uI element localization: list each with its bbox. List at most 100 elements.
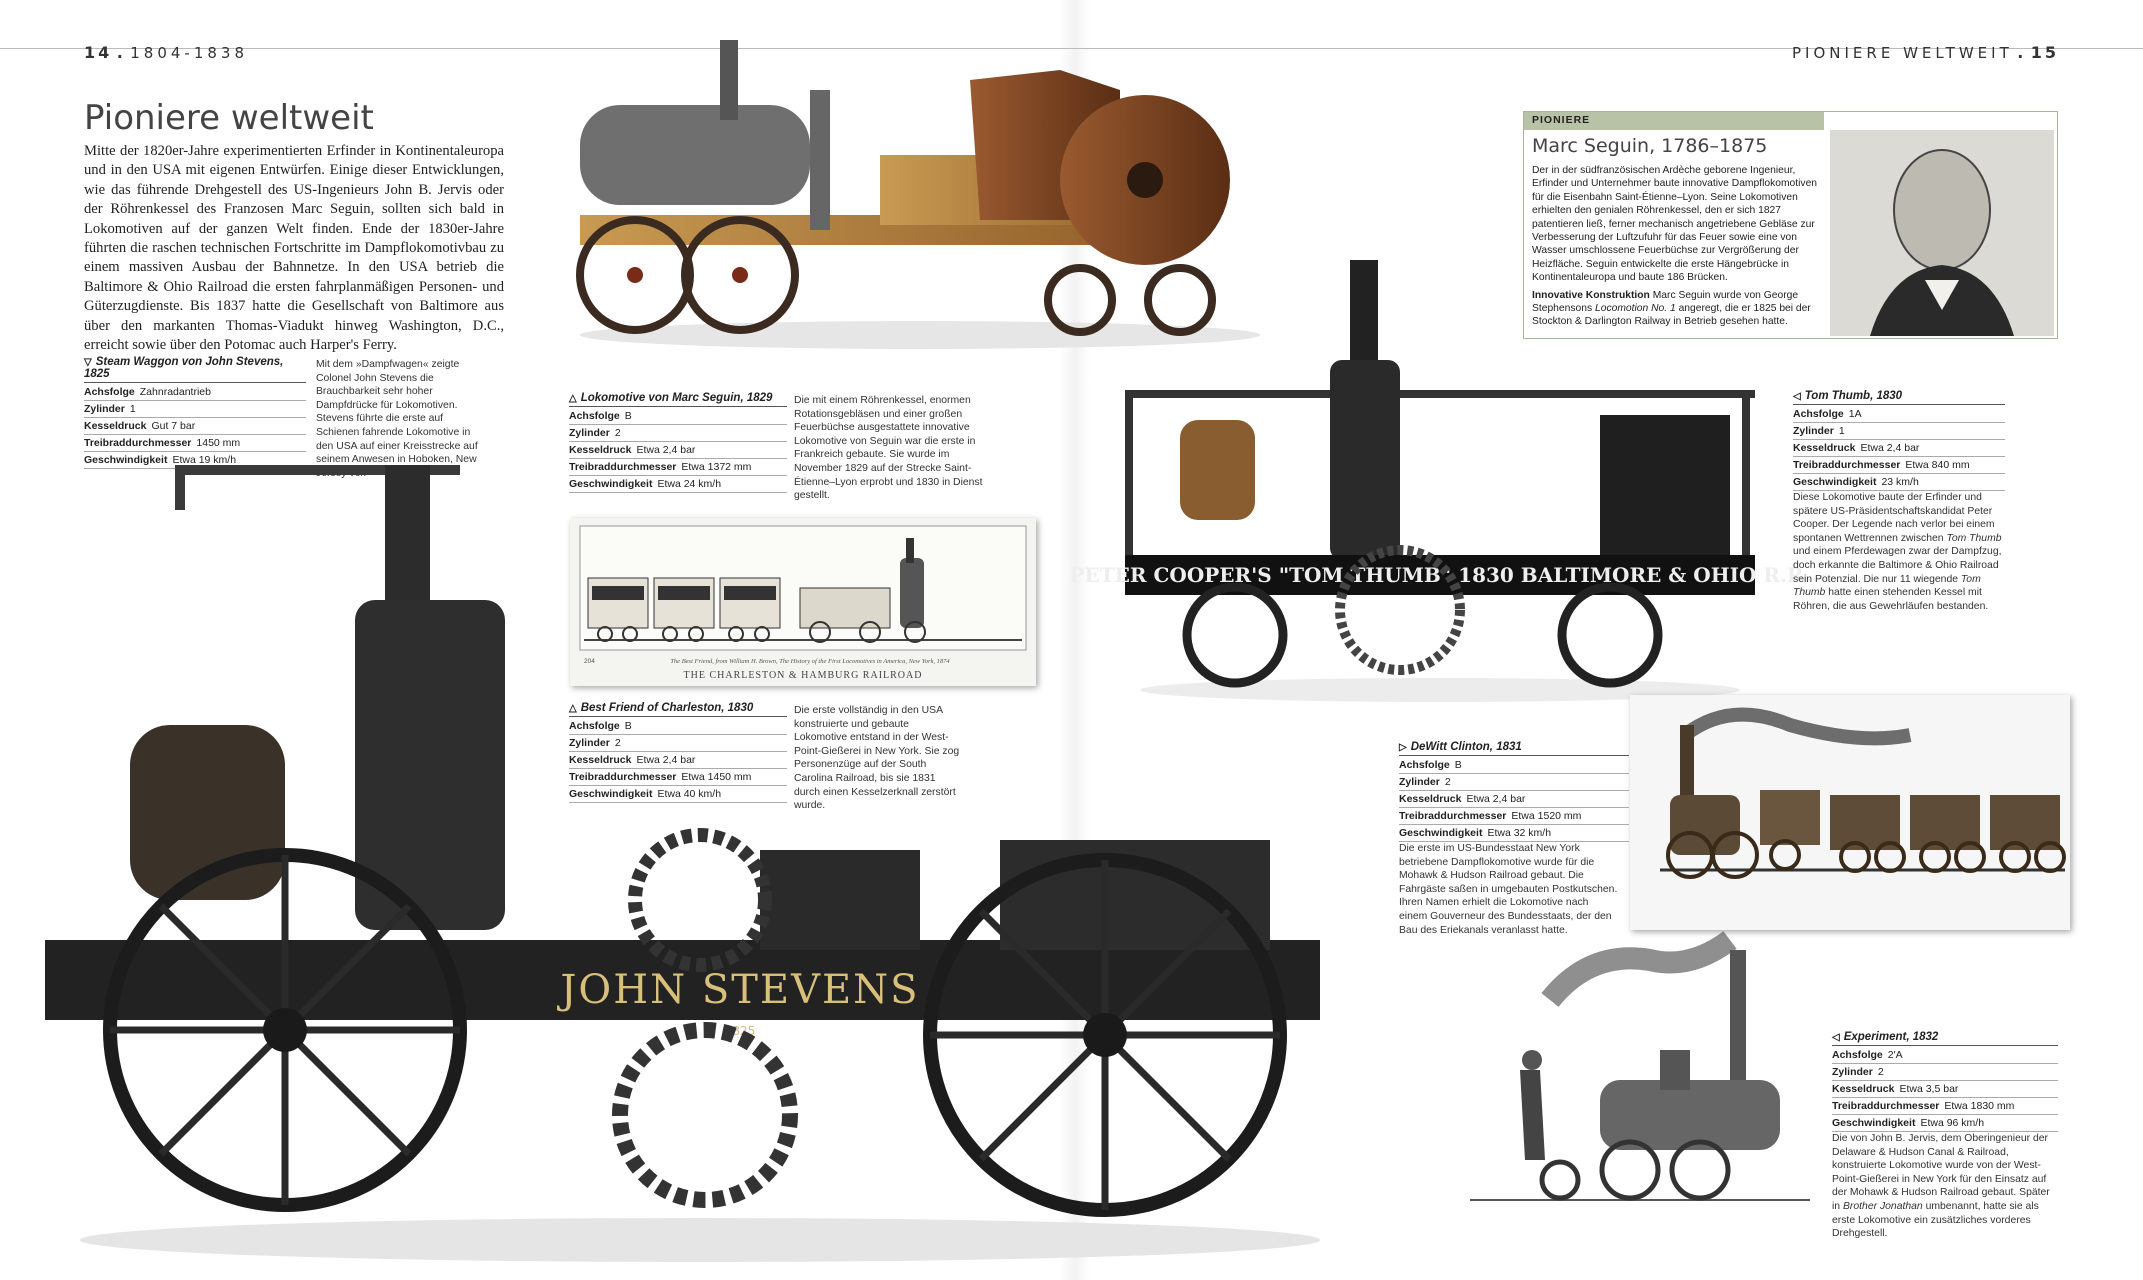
spec-bestfriend-heading: △Best Friend of Charleston, 1830	[569, 702, 787, 717]
spec-row: Zylinder 2	[569, 425, 787, 442]
spec-key: Treibraddurchmesser	[569, 771, 677, 783]
intro-paragraph: Mitte der 1820er-Jahre experimentierten …	[84, 143, 504, 354]
pioneer-sub-post: angeregt, die er 1825 bei der Stockton &…	[1532, 303, 1811, 328]
spec-tomthumb-name: Tom Thumb, 1830	[1804, 390, 1903, 402]
spec-value: B	[624, 720, 632, 732]
left-header-dot: .	[116, 43, 126, 62]
spec-key: Treibraddurchmesser	[84, 437, 192, 449]
spec-row: Achsfolge B	[569, 718, 787, 735]
spec-key: Achsfolge	[569, 720, 620, 732]
pioneer-text-block: Der in der südfranzösischen Ardèche gebo…	[1532, 164, 1827, 329]
spec-bestfriend: △Best Friend of Charleston, 1830 Achsfol…	[569, 702, 787, 803]
spec-row: Geschwindigkeit Etwa 32 km/h	[1399, 825, 1629, 842]
spec-seguin: △Lokomotive von Marc Seguin, 1829 Achsfo…	[569, 392, 787, 493]
spec-row: Treibraddurchmesser Etwa 1450 mm	[569, 769, 787, 786]
triangle-down-icon: ▽	[84, 357, 92, 368]
charleston-page-number: 204	[584, 658, 595, 665]
desc-italic: Tom Thumb	[1793, 573, 1981, 599]
desc-part: Die von John B. Jervis, dem Oberingenieu…	[1832, 1133, 2050, 1212]
desc-part: hatte einen stehenden Kessel mit Röhren,…	[1793, 587, 1989, 612]
right-header-title: PIONIERE WELTWEIT	[1792, 44, 2013, 62]
spec-key: Treibraddurchmesser	[569, 461, 677, 473]
spec-value: 2'A	[1887, 1049, 1903, 1061]
desc-italic: Tom Thumb	[1946, 532, 2002, 544]
desc-part: umbenannt, hatte sie als erste Lokomotiv…	[1832, 1200, 2039, 1240]
pioneer-tag: PIONIERE	[1524, 112, 1824, 130]
triangle-up-icon: △	[569, 703, 577, 714]
spec-value: 2	[614, 427, 621, 439]
spec-row: Zylinder 1	[1793, 423, 2005, 440]
spec-stevens: ▽Steam Waggon von John Stevens, 1825 Ach…	[84, 356, 306, 469]
spec-value: Etwa 32 km/h	[1487, 827, 1552, 839]
left-header-range: 1804-1838	[130, 44, 249, 62]
charleston-small-caption: The Best Friend, from William H. Brown, …	[670, 658, 950, 665]
spec-value: B	[1454, 759, 1462, 771]
spec-row: Achsfolge B	[1399, 757, 1629, 774]
pioneer-biography: Der in der südfranzösischen Ardèche gebo…	[1532, 165, 1818, 284]
desc-bestfriend: Die erste vollständig in den USA konstru…	[794, 705, 960, 812]
spec-key: Kesseldruck	[569, 754, 632, 766]
spec-key: Achsfolge	[1399, 759, 1450, 771]
charleston-title: THE CHARLESTON & HAMBURG RAILROAD	[683, 670, 923, 681]
spec-tomthumb-heading: ◁Tom Thumb, 1830	[1793, 390, 2005, 405]
spec-key: Geschwindigkeit	[1399, 827, 1483, 839]
spec-value: Gut 7 bar	[151, 420, 196, 432]
spec-value: Etwa 2,4 bar	[1466, 793, 1526, 805]
desc-part: und einem Pferdewagen zwar der Dampfzug,…	[1793, 546, 2002, 585]
spec-value: Zahnradantrieb	[139, 386, 211, 398]
spec-value: 2	[1877, 1066, 1884, 1078]
spec-key: Achsfolge	[1793, 408, 1844, 420]
spec-key: Achsfolge	[569, 410, 620, 422]
spec-value: Etwa 1830 mm	[1944, 1100, 2015, 1112]
desc-experiment: Die von John B. Jervis, dem Oberingenieu…	[1832, 1132, 2058, 1241]
right-page-number: 15	[2030, 43, 2059, 62]
experiment-engraving	[1430, 930, 1820, 1230]
left-page-number: 14	[84, 43, 113, 62]
spec-key: Zylinder	[1399, 776, 1440, 788]
spec-value: Etwa 3,5 bar	[1899, 1083, 1959, 1095]
right-header-dot: .	[2017, 43, 2027, 62]
spec-key: Geschwindigkeit	[1832, 1117, 1916, 1129]
pioneer-name: Marc Seguin, 1786–1875	[1532, 135, 1768, 157]
spec-row: Treibraddurchmesser Etwa 840 mm	[1793, 457, 2005, 474]
spec-key: Achsfolge	[84, 386, 135, 398]
pioneer-box: PIONIERE Marc Seguin, 1786–1875 Der in d…	[1523, 111, 2058, 339]
desc-part: Diese Lokomotive baute der Erfinder und …	[1793, 492, 1995, 544]
spec-value: Etwa 1450 mm	[681, 771, 752, 783]
spec-key: Geschwindigkeit	[84, 454, 168, 466]
portrait-engraving	[1830, 130, 2054, 336]
spec-value: 1	[129, 403, 136, 415]
spec-key: Geschwindigkeit	[569, 788, 653, 800]
spec-key: Zylinder	[1793, 425, 1834, 437]
spec-key: Kesseldruck	[569, 444, 632, 456]
spec-value: Etwa 24 km/h	[657, 478, 722, 490]
charleston-engraving: 204 The Best Friend, from William H. Bro…	[570, 518, 1036, 686]
spec-value: Etwa 840 mm	[1905, 459, 1970, 471]
page-header: 14 . 1804-1838 PIONIERE WELTWEIT . 15	[0, 0, 2143, 70]
spec-key: Treibraddurchmesser	[1793, 459, 1901, 471]
seguin-portrait	[1830, 130, 2054, 336]
spec-key: Treibraddurchmesser	[1399, 810, 1507, 822]
spec-key: Zylinder	[569, 427, 610, 439]
desc-dewitt: Die erste im US-Bundesstaat New York bet…	[1399, 843, 1618, 936]
spec-value: Etwa 2,4 bar	[636, 754, 696, 766]
triangle-right-icon: ▷	[1399, 742, 1407, 753]
spec-value: 1	[1838, 425, 1845, 437]
john-stevens-drawing: JOHN STEVENS 1825	[45, 465, 1320, 1262]
seguin-locomotive-photo	[560, 30, 1280, 360]
left-page-marker: 14 . 1804-1838	[84, 43, 248, 63]
spec-dewitt-name: DeWitt Clinton, 1831	[1410, 741, 1522, 753]
spec-dewitt-heading: ▷DeWitt Clinton, 1831	[1399, 741, 1629, 756]
pioneer-sub-pre: Marc Seguin wurde von George Stephensons	[1532, 289, 1799, 315]
